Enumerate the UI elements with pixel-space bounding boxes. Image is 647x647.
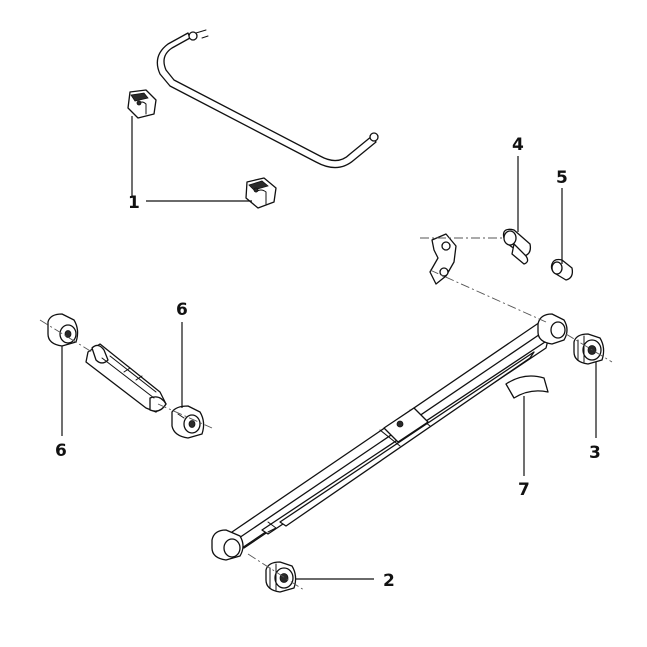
callout-numbers: 1 2 3 4 5 6 6 7 bbox=[55, 135, 601, 591]
spring-pad bbox=[505, 375, 549, 399]
centerlines bbox=[39, 237, 613, 591]
callout-6-left: 6 bbox=[55, 441, 67, 461]
spring-bushing-rear bbox=[573, 333, 605, 365]
shackle-plate bbox=[429, 233, 457, 285]
shackle-bushing-small bbox=[550, 258, 574, 281]
callout-3: 3 bbox=[589, 443, 601, 463]
callout-6-right: 6 bbox=[176, 300, 188, 320]
stabilizer-bushing-upper bbox=[127, 89, 157, 119]
stabilizer-bushing-lower bbox=[245, 177, 277, 209]
spring-bushing-front bbox=[265, 561, 297, 593]
callout-7: 7 bbox=[518, 480, 530, 500]
stabilizer-bar bbox=[156, 29, 379, 169]
shock-absorber bbox=[85, 343, 167, 413]
callout-2: 2 bbox=[383, 571, 395, 591]
shock-bushing-left bbox=[47, 313, 79, 347]
shackle-bushing-large bbox=[502, 228, 532, 265]
leaf-spring bbox=[211, 313, 568, 561]
callout-1: 1 bbox=[128, 193, 140, 213]
leader-lines bbox=[61, 116, 597, 580]
callout-4: 4 bbox=[512, 135, 524, 155]
callout-5: 5 bbox=[556, 168, 568, 188]
shock-bushing-right bbox=[171, 405, 205, 439]
